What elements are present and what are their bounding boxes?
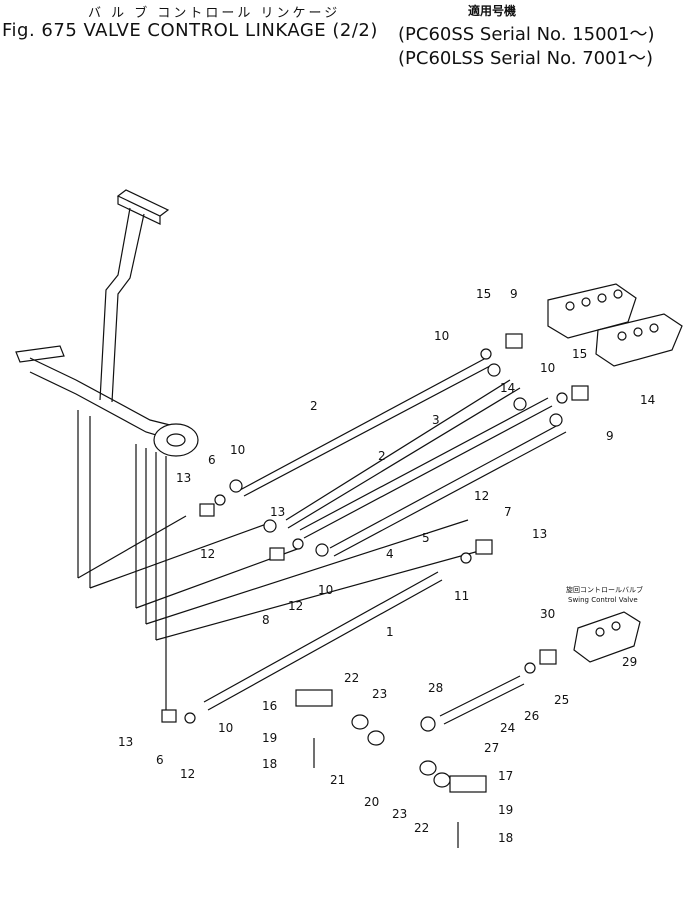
callout-label: 19	[262, 731, 277, 745]
callout-label: 26	[524, 709, 539, 723]
callout-label: 20	[364, 795, 379, 809]
callout-label: 10	[218, 721, 233, 735]
callout-label: 4	[386, 547, 394, 561]
callout-label: 29	[622, 655, 637, 669]
callout-label: 30	[540, 607, 555, 621]
main-control-valve	[547, 283, 683, 367]
callout-label: 15	[572, 347, 587, 361]
callout-label: 10	[540, 361, 555, 375]
callout-label: 19	[498, 803, 513, 817]
callout-label: 18	[262, 757, 277, 771]
callout-label: 3	[432, 413, 440, 427]
callout-label: 27	[484, 741, 499, 755]
serial-range-pc60ss: (PC60SS Serial No. 15001～)	[398, 24, 655, 45]
swing-control-valve	[573, 611, 641, 663]
callout-label: 28	[428, 681, 443, 695]
callout-label: 14	[640, 393, 655, 407]
callout-label: 15	[476, 287, 491, 301]
callout-label: 10	[434, 329, 449, 343]
applicable-model-note: 適用号機	[468, 4, 517, 18]
callout-label: 18	[498, 831, 513, 845]
callout-label: 24	[500, 721, 515, 735]
callout-label: 17	[498, 769, 513, 783]
figure-title: Fig. 675 VALVE CONTROL LINKAGE (2/2)	[2, 20, 378, 41]
callout-label: 12	[180, 767, 195, 781]
callout-label: 10	[230, 443, 245, 457]
callout-label: 25	[554, 693, 569, 707]
callout-label: 7	[504, 505, 512, 519]
callout-label: 9	[510, 287, 518, 301]
callout-label: 2	[310, 399, 318, 413]
callout-label: 12	[200, 547, 215, 561]
callout-label: 11	[454, 589, 469, 603]
callout-label: 1	[386, 625, 394, 639]
callout-label: 13	[176, 471, 191, 485]
callout-label: 23	[392, 807, 407, 821]
japanese-title: バ ル ブ コントロール リンケージ	[88, 6, 341, 21]
callout-label: 23	[372, 687, 387, 701]
swing-valve-label-en: Swing Control Valve	[568, 596, 638, 604]
control-lever-assembly	[15, 189, 491, 712]
callout-label: 10	[318, 583, 333, 597]
callout-label: 13	[270, 505, 285, 519]
callout-label: 12	[474, 489, 489, 503]
callout-label: 6	[208, 453, 216, 467]
linkage-rods	[203, 357, 567, 725]
callout-label: 22	[344, 671, 359, 685]
callout-label: 6	[156, 753, 164, 767]
callout-label: 9	[606, 429, 614, 443]
swing-valve-label-jp: 旋回コントロールバルブ	[566, 585, 643, 594]
callout-label: 5	[422, 531, 430, 545]
callout-label: 13	[532, 527, 547, 541]
serial-range-pc60lss: (PC60LSS Serial No. 7001～)	[398, 48, 654, 69]
callout-label: 21	[330, 773, 345, 787]
joints-and-pins	[161, 333, 589, 848]
callout-label: 14	[500, 381, 515, 395]
callout-label: 13	[118, 735, 133, 749]
callout-label: 22	[414, 821, 429, 835]
callout-labels: 15 9 10 15 10 14 14 2 3 2 9 6 10 13 12 1…	[118, 287, 655, 845]
callout-label: 12	[288, 599, 303, 613]
callout-label: 16	[262, 699, 277, 713]
callout-label: 2	[378, 449, 386, 463]
callout-label: 8	[262, 613, 270, 627]
